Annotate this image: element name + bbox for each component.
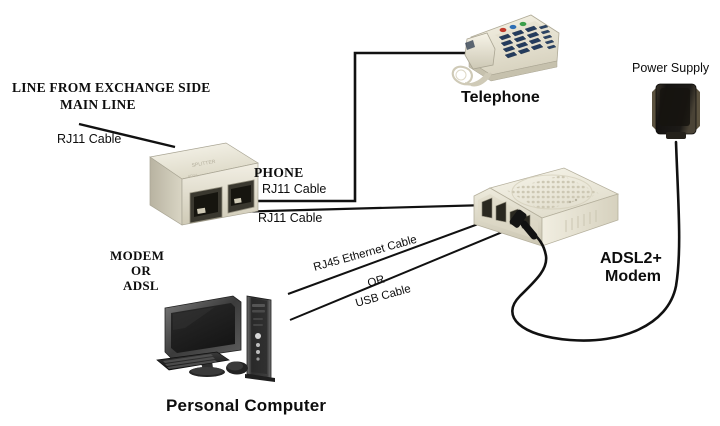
rj11-cable-label-phone: RJ11 Cable: [262, 182, 327, 196]
power-supply-cable: [511, 140, 681, 342]
personal-computer-device: [155, 288, 315, 388]
telephone-device: [443, 3, 563, 95]
telephone-label: Telephone: [461, 89, 540, 106]
power-plug-body: [509, 209, 527, 228]
telephone-key-green: [519, 21, 527, 27]
telephone-cord: [451, 65, 492, 87]
modem-label-2: Modem: [605, 268, 661, 285]
usb-cable-line: [289, 227, 513, 321]
rj11-cable-label-modem: RJ11 Cable: [258, 211, 323, 225]
power-supply-label: Power Supply: [632, 61, 710, 75]
modem-port-dsl: [481, 197, 493, 219]
telephone-key-red: [499, 27, 507, 33]
power-plug-connector: [520, 220, 538, 240]
splitter-label-modem: MODEM: [110, 248, 165, 263]
splitter-label-adsl: ADSL: [123, 278, 159, 293]
telephone-keypad: [498, 25, 544, 59]
phone-port-label: PHONE: [254, 165, 304, 180]
adsl-splitter-device: SPLITTER ADSL: [130, 133, 259, 238]
telephone-key-blue: [509, 24, 517, 30]
adsl-modem-device: [466, 160, 626, 260]
power-supply-device: [648, 80, 704, 144]
modem-port-lan: [495, 201, 507, 223]
rj11-cable-label-exchange: RJ11 Cable: [57, 132, 122, 146]
splitter-port-modem: [189, 186, 223, 224]
exchange-leader-line: [78, 122, 176, 149]
computer-keyboard: [156, 351, 230, 371]
svg-text:ADSL: ADSL: [187, 172, 199, 179]
modem-label-1: ADSL2+: [600, 250, 662, 267]
computer-tower: [245, 295, 275, 382]
computer-monitor: [164, 295, 242, 377]
phone-rj11-cable: [247, 51, 477, 203]
splitter-label-or: OR: [131, 263, 152, 278]
splitter-port-phone: [227, 179, 255, 214]
splitter-branding-text: SPLITTER: [191, 159, 216, 169]
exchange-line-label-1: LINE FROM EXCHANGE SIDE: [12, 80, 211, 95]
exchange-line-label-2: MAIN LINE: [60, 97, 136, 112]
personal-computer-label: Personal Computer: [166, 396, 327, 415]
ethernet-cable-line: [287, 215, 501, 295]
